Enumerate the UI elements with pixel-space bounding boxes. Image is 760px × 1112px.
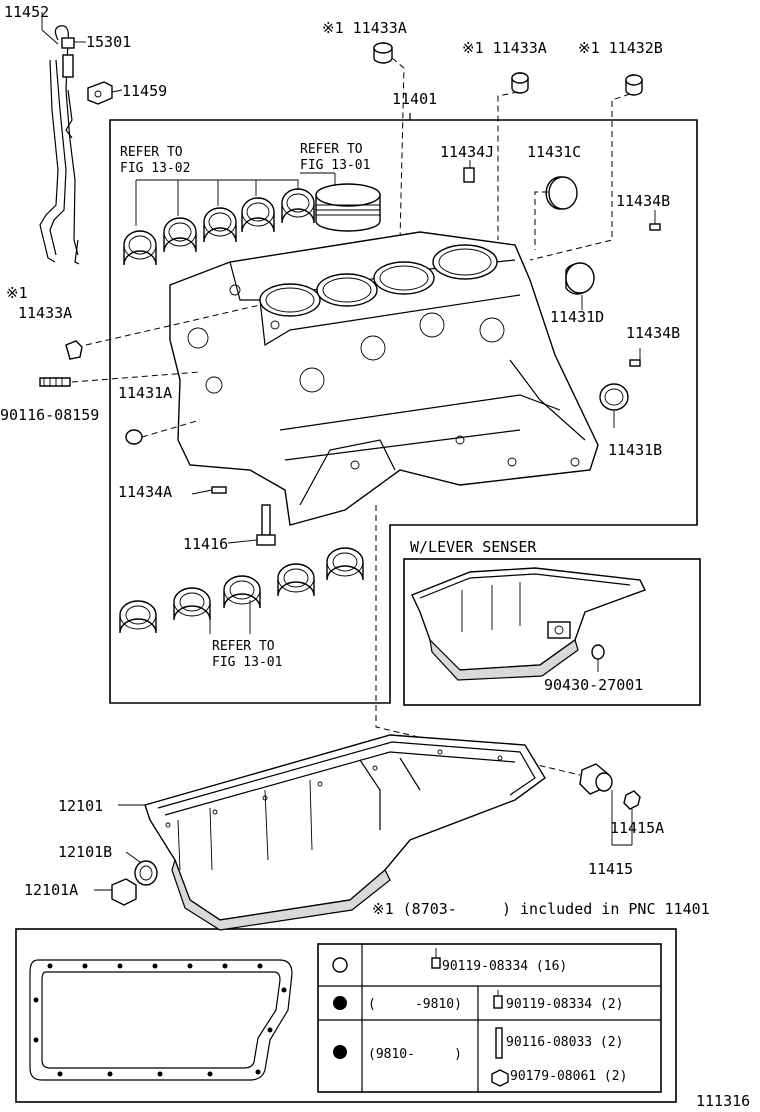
label-11432b: ※1 11432B <box>578 39 663 57</box>
refer-fig-13-01-bot-line1: REFER TO <box>212 639 275 654</box>
lever-senser-title: W/LEVER SENSER <box>410 538 537 556</box>
label-12101: 12101 <box>58 797 103 815</box>
label-12101b: 12101B <box>58 843 112 861</box>
block-frame <box>109 113 698 704</box>
refer-fig-13-01-bot-line2: FIG 13-01 <box>212 655 282 670</box>
label-11431d: 11431D <box>550 308 604 326</box>
refer-fig-13-02-line1: REFER TO <box>120 145 183 160</box>
label-11431b: 11431B <box>608 441 662 459</box>
table-row3-range: (9810- ) <box>368 1047 462 1062</box>
label-90430-27001: 90430-27001 <box>544 676 643 694</box>
table-row3-part1: 90116-08033 (2) <box>506 1035 623 1050</box>
label-11459: 11459 <box>122 82 167 100</box>
refer-fig-13-01-top-line1: REFER TO <box>300 142 363 157</box>
cylinder-block <box>169 231 599 526</box>
label-90116-08159: 90116-08159 <box>0 406 99 424</box>
filled-circle-symbol <box>333 1045 347 1059</box>
label-11434b-top: 11434B <box>616 192 670 210</box>
refer-fig-13-02-line2: FIG 13-02 <box>120 161 190 176</box>
callout-labels: 11452 15301 11459 ※1 11433A ※1 11433A ※1… <box>0 3 750 1110</box>
label-11431a: 11431A <box>118 384 172 402</box>
piston <box>300 172 381 232</box>
label-11452: 11452 <box>4 3 49 21</box>
drawing-number: 111316 <box>696 1092 750 1110</box>
label-11433a-left: 11433A <box>18 304 72 322</box>
label-11433a-left-mark: ※1 <box>6 284 28 302</box>
label-12101a: 12101A <box>24 881 78 899</box>
label-15301: 15301 <box>86 33 131 51</box>
label-11416: 11416 <box>183 535 228 553</box>
table-frame <box>15 928 677 1103</box>
bolt-icon <box>493 990 503 1009</box>
bolt-icon <box>431 948 441 969</box>
table-row2-range: ( -9810) <box>368 997 462 1012</box>
lower-bearings <box>119 547 364 634</box>
table-row1-part: 90119-08334 (16) <box>442 959 567 974</box>
label-11434j: 11434J <box>440 143 494 161</box>
bolt-table <box>317 943 662 1093</box>
label-11415: 11415 <box>588 860 633 878</box>
lever-senser-box <box>403 558 701 706</box>
table-row2-part: 90119-08334 (2) <box>506 997 623 1012</box>
stud-icon <box>495 1027 503 1059</box>
nut-icon <box>491 1069 509 1087</box>
small-oil-pan <box>411 567 646 681</box>
table-row3-part2: 90179-08061 (2) <box>510 1069 627 1084</box>
bolt-table-text: 90119-08334 (16) ( -9810) 90119-08334 (2… <box>368 959 627 1084</box>
label-11401: 11401 <box>392 90 437 108</box>
refer-fig-13-01-top-line2: FIG 13-01 <box>300 158 370 173</box>
label-11415a: 11415A <box>610 819 664 837</box>
footnote: ※1 (8703- ) included in PNC 11401 <box>372 900 710 918</box>
label-11434b-mid: 11434B <box>626 324 680 342</box>
label-11433a-mid: ※1 11433A <box>462 39 547 57</box>
label-11433a-top: ※1 11433A <box>322 19 407 37</box>
main-oil-pan <box>94 734 641 931</box>
block-small-parts <box>39 167 661 546</box>
open-circle-symbol <box>332 957 348 973</box>
label-11434a: 11434A <box>118 483 172 501</box>
pan-gasket <box>29 959 293 1081</box>
upper-bearings <box>123 179 315 266</box>
filled-circle-symbol <box>333 996 347 1010</box>
label-11431c: 11431C <box>527 143 581 161</box>
dipstick <box>39 12 123 265</box>
top-plugs <box>373 42 643 261</box>
